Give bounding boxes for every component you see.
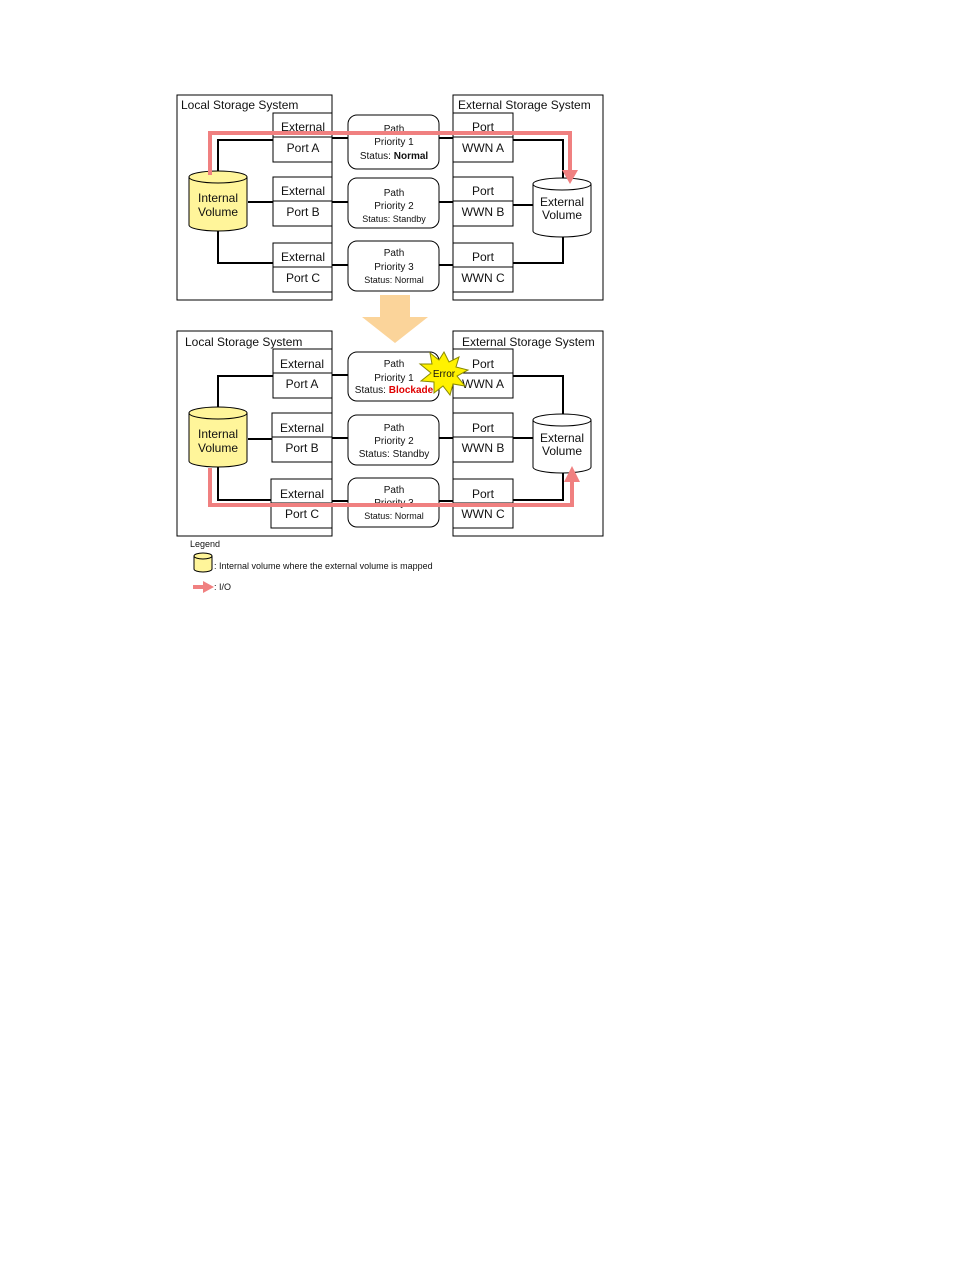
error-burst-icon: Error [418, 350, 470, 397]
connector-line [513, 139, 564, 180]
path-priority-1 [347, 114, 440, 170]
port-a-label: Port A [287, 141, 320, 155]
port-a-top-label: External [281, 120, 325, 134]
legend-title: Legend [190, 539, 220, 549]
connector-line [217, 230, 273, 264]
external-volume-cylinder: External Volume [532, 177, 592, 238]
port-c-label: Port C [285, 507, 319, 521]
io-arrowhead [564, 466, 580, 482]
wwn-b-top-label: Port [472, 421, 495, 435]
port-b-top-label: External [281, 184, 325, 198]
path-status-label: Status: [355, 385, 386, 396]
wwn-b-label: WWN B [462, 205, 505, 219]
legend-io-arrow-icon [193, 581, 214, 593]
wwn-c-label: WWN C [461, 507, 505, 521]
connector-line [217, 466, 272, 501]
connector-line [513, 236, 564, 264]
external-storage-title: External Storage System [462, 335, 595, 349]
path-status-value: Standby [393, 214, 427, 224]
wwn-b-label: WWN B [462, 441, 505, 455]
port-b-label: Port B [286, 205, 319, 219]
internal-volume-cylinder: Internal Volume [188, 406, 248, 468]
path-status-text: Status: Blockade [355, 385, 434, 396]
local-storage-title: Local Storage System [185, 335, 302, 349]
io-path-arrow [208, 131, 572, 175]
external-volume-cylinder: External Volume [532, 413, 592, 474]
path-title: Path [384, 188, 405, 199]
wwn-a-top-label: Port [472, 120, 495, 134]
internal-volume-cylinder: Internal Volume [188, 170, 248, 232]
legend: Legend : Internal volume where the exter… [190, 539, 433, 593]
port-a-top-label: External [280, 357, 324, 371]
path-status-text: Status: Standby [359, 449, 430, 460]
path-priority: Priority 3 [374, 262, 414, 273]
external-storage-title: External Storage System [458, 98, 591, 112]
path-status-label: Status: [360, 151, 391, 162]
internal-volume-label-1: Internal [198, 427, 238, 441]
port-a-label: Port A [286, 377, 319, 391]
path-priority-2 [347, 177, 440, 229]
path-status-label: Status: [364, 511, 392, 521]
path-priority: Priority 2 [374, 201, 414, 212]
legend-io-text: : I/O [214, 582, 231, 592]
connector-line [217, 375, 273, 410]
legend-volume-text: : Internal volume where the external vol… [214, 561, 433, 571]
path-status-value: Normal [395, 275, 424, 285]
internal-volume-label-2: Volume [198, 205, 238, 219]
external-volume-label-1: External [540, 195, 584, 209]
path-priority: Priority 1 [374, 137, 414, 148]
path-title: Path [384, 359, 405, 370]
diagram-after-failure: Local Storage System External Storage Sy… [176, 330, 604, 537]
connector-line [513, 375, 564, 415]
path-title: Path [384, 423, 405, 434]
wwn-a-top-label: Port [472, 357, 495, 371]
path-priority-3 [347, 477, 440, 528]
path-status-value: Standby [393, 449, 430, 460]
diagram-before-failure: Local Storage System External Storage Sy… [176, 94, 604, 301]
path-status-text: Status: Normal [364, 275, 424, 285]
wwn-c-top-label: Port [472, 487, 495, 501]
path-priority: Priority 1 [374, 373, 414, 384]
path-status-label: Status: [359, 449, 390, 460]
port-c-top-label: External [280, 487, 324, 501]
wwn-c-label: WWN C [461, 271, 505, 285]
internal-volume-label-1: Internal [198, 191, 238, 205]
path-priority-3 [347, 240, 440, 292]
wwn-a-label: WWN A [462, 377, 504, 391]
local-storage-title: Local Storage System [181, 98, 298, 112]
port-b-label: Port B [285, 441, 318, 455]
port-b-top-label: External [280, 421, 324, 435]
legend-volume-icon [193, 552, 213, 573]
path-status-text: Status: Normal [360, 151, 429, 162]
io-path-arrow [208, 468, 574, 507]
io-arrowhead [562, 170, 578, 184]
path-status-text: Status: Standby [362, 214, 426, 224]
path-status-value: Normal [395, 511, 424, 521]
path-priority: Priority 2 [374, 436, 414, 447]
port-c-top-label: External [281, 250, 325, 264]
wwn-c-top-label: Port [472, 250, 495, 264]
path-title: Path [384, 248, 405, 259]
path-title: Path [384, 124, 405, 135]
internal-volume-label-2: Volume [198, 441, 238, 455]
path-status-blockade: Blockade [389, 385, 434, 396]
error-label: Error [433, 369, 456, 380]
connector-line [217, 139, 273, 172]
path-status-value: Normal [394, 151, 429, 162]
wwn-b-top-label: Port [472, 184, 495, 198]
external-volume-label-2: Volume [542, 208, 582, 222]
external-volume-label-1: External [540, 431, 584, 445]
path-status-label: Status: [364, 275, 392, 285]
path-status-text: Status: Normal [364, 511, 424, 521]
transition-arrow [362, 295, 428, 343]
external-volume-label-2: Volume [542, 444, 582, 458]
path-title: Path [384, 485, 405, 496]
path-priority-2 [347, 414, 440, 466]
port-c-label: Port C [286, 271, 320, 285]
path-status-label: Status: [362, 214, 390, 224]
connector-line [513, 472, 564, 501]
wwn-a-label: WWN A [462, 141, 504, 155]
